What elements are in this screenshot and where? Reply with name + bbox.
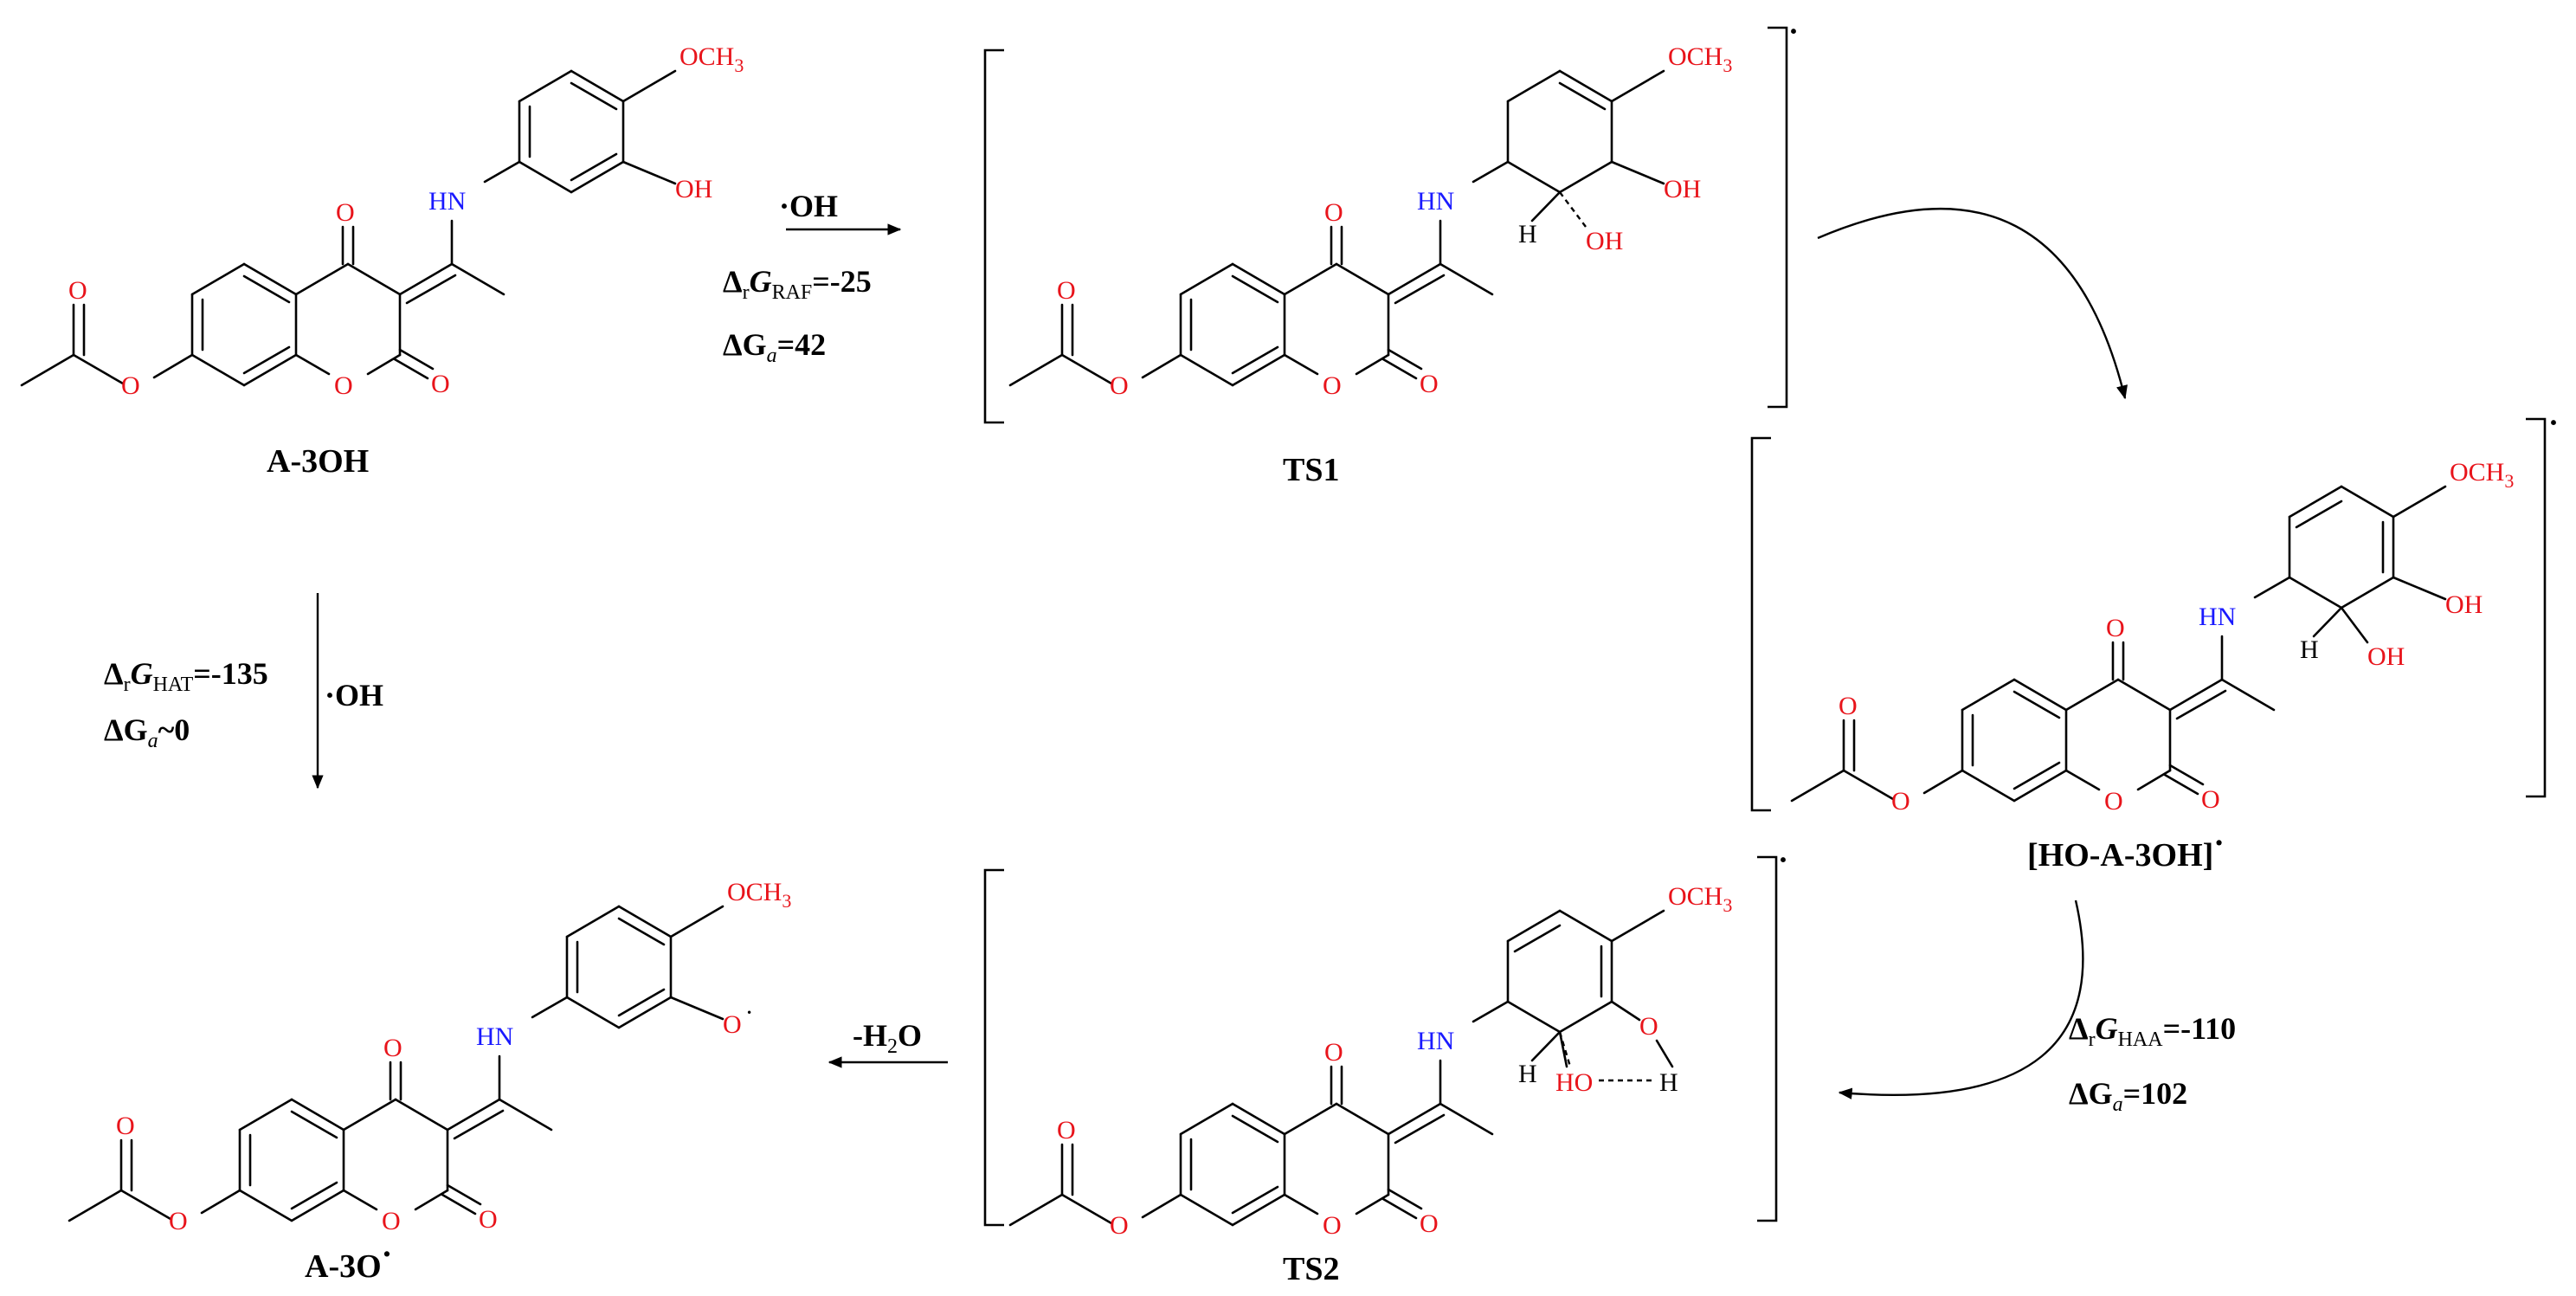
atom-h: H xyxy=(1518,1060,1537,1088)
raf-delta-rg: ΔrGRAF=-25 xyxy=(723,264,872,304)
atom-oh-added: OH xyxy=(2367,642,2405,671)
arrow-haa: ΔrGHAA=-110 ΔGa=102 xyxy=(1838,899,2236,1116)
atom-och3: OCH3 xyxy=(1668,42,1732,76)
label-ts1: TS1 xyxy=(1283,452,1339,488)
label-reactant: A-3OH xyxy=(267,443,369,480)
hat-reagent: ·OH xyxy=(325,678,383,712)
haa-delta-ga: ΔGa=102 xyxy=(2069,1076,2187,1116)
molecule-ho-a-3oh: OCH3 OH H OH xyxy=(1790,458,2514,817)
atom-och3: OCH3 xyxy=(2450,458,2514,492)
raf-reagent: ·OH xyxy=(779,189,838,223)
label-adduct: [HO-A-3OH]· xyxy=(2027,825,2225,874)
label-product: A-3O· xyxy=(305,1236,392,1285)
raf-delta-ga: ΔGa=42 xyxy=(723,327,826,367)
atom-h: H xyxy=(1518,220,1537,248)
bracket-ts2: · xyxy=(983,842,1788,1227)
molecule-ts1: OCH3 OH H OH xyxy=(1008,42,1732,402)
hat-delta-ga: ΔGa~0 xyxy=(104,712,190,752)
haa-delta-rg: ΔrGHAA=-110 xyxy=(2069,1011,2236,1051)
hat-delta-rg: ΔrGHAT=-135 xyxy=(104,656,268,696)
elim-label: -H2O xyxy=(853,1018,922,1058)
radical-dot-ts1: · xyxy=(1788,14,1799,48)
atom-och3: OCH3 xyxy=(679,42,744,76)
atom-och3: OCH3 xyxy=(1668,882,1732,916)
atom-oh: OH xyxy=(675,175,712,203)
arrow-hat: ·OH ΔrGHAT=-135 ΔGa~0 xyxy=(104,593,383,790)
atom-o: O xyxy=(1639,1012,1658,1041)
bracket-adduct: · xyxy=(1750,405,2559,812)
bracket-ts1: · xyxy=(983,14,1799,424)
atom-h-transfer: H xyxy=(1659,1068,1678,1097)
radical-dot-adduct: · xyxy=(2548,405,2559,440)
atom-oh: OH xyxy=(1664,175,1701,203)
atom-oh-attack: OH xyxy=(1586,227,1623,255)
molecule-ts2: OCH3 O H H HO xyxy=(1008,882,1732,1241)
molecule-a-3oh: OCH3 OH xyxy=(20,42,744,402)
arrow-elimination: -H2O xyxy=(828,1018,948,1068)
arrow-raf: ·OH ΔrGRAF=-25 ΔGa=42 xyxy=(723,189,902,367)
atom-h: H xyxy=(2300,635,2319,664)
radical-dot-ts2: · xyxy=(1778,842,1788,877)
atom-ho: HO xyxy=(1555,1068,1593,1097)
label-ts2: TS2 xyxy=(1283,1251,1339,1287)
molecule-a-3o: OCH3 O· xyxy=(68,878,791,1237)
atom-och3: OCH3 xyxy=(727,878,791,912)
arrow-ts1-to-adduct xyxy=(1817,207,2128,400)
atom-phenoxyl-o: O· xyxy=(723,998,754,1039)
atom-oh: OH xyxy=(2445,590,2483,619)
